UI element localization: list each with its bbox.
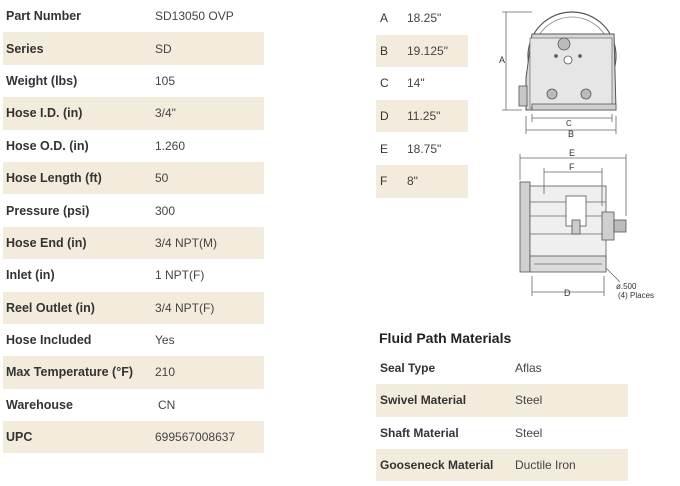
fluid-label: Swivel Material: [380, 393, 467, 408]
spec-label: Hose O.D. (in): [6, 138, 89, 153]
fluid-row: Swivel Material Steel: [376, 384, 628, 417]
spec-label: Hose Included: [6, 333, 92, 348]
hole-note-diameter: ø.500: [616, 282, 637, 291]
spec-value: 105: [155, 73, 176, 88]
spec-value: 50: [155, 171, 169, 186]
dimension-marker-d: D: [564, 288, 571, 298]
spec-row: Pressure (psi) 300: [3, 194, 264, 226]
spec-row: Hose Included Yes: [3, 324, 264, 356]
spec-row: Max Temperature (°F) 210: [3, 356, 264, 389]
spec-label: Weight (lbs): [6, 73, 78, 88]
dimension-value: 19.125": [407, 43, 448, 58]
fluid-label: Seal Type: [380, 361, 436, 376]
dimension-label: D: [380, 109, 389, 124]
spec-value: 3/4 NPT(F): [155, 300, 215, 315]
spec-label: Inlet (in): [6, 268, 55, 283]
spec-row: Reel Outlet (in) 3/4 NPT(F): [3, 291, 264, 324]
spec-label: Hose I.D. (in): [6, 106, 83, 121]
fluid-value: Aflas: [515, 361, 542, 376]
fluid-path-title: Fluid Path Materials: [379, 330, 512, 346]
dimension-value: 18.75": [407, 141, 442, 156]
dimension-row: A 18.25": [376, 2, 468, 35]
dimension-marker-a: A: [499, 55, 505, 65]
spec-label: Hose End (in): [6, 235, 87, 250]
spec-row: UPC 699567008637: [3, 421, 264, 454]
spec-label: UPC: [6, 430, 33, 445]
specifications-table: Part Number SD13050 OVP Series SD Weight (…: [3, 0, 264, 454]
hole-note-count: (4) Places: [618, 291, 654, 300]
spec-value: 3/4": [155, 106, 176, 121]
fluid-value: Ductile Iron: [515, 458, 576, 473]
dimension-label: C: [380, 76, 389, 91]
spec-label: Max Temperature (°F): [6, 365, 134, 380]
fluid-label: Gooseneck Material: [380, 458, 494, 473]
dimension-label: B: [380, 43, 389, 58]
spec-row: Part Number SD13050 OVP: [3, 0, 264, 32]
dimension-row: D 11.25": [376, 99, 468, 133]
spec-label: Pressure (psi): [6, 203, 90, 218]
dimension-marker-e: E: [569, 148, 575, 158]
fluid-value: Steel: [515, 425, 543, 440]
dimension-value: 8": [407, 174, 418, 189]
spec-label: Part Number: [6, 9, 82, 24]
fluid-value: Steel: [515, 393, 543, 408]
spec-value: Yes: [155, 333, 175, 348]
spec-value: SD: [155, 41, 172, 56]
reel-side-view: [518, 11, 617, 111]
spec-value: 210: [155, 365, 176, 380]
spec-label: Hose Length (ft): [6, 171, 102, 186]
reel-top-view: [519, 181, 627, 273]
spec-label: Reel Outlet (in): [6, 300, 95, 315]
dimension-row: F 8": [376, 164, 468, 198]
fluid-row: Gooseneck Material Ductile Iron: [376, 448, 628, 482]
dimension-marker-c: C: [566, 119, 572, 128]
dimension-value: 18.25": [407, 11, 442, 26]
spec-label: Warehouse: [6, 397, 73, 412]
spec-value: 300: [155, 203, 176, 218]
spec-label: Series: [6, 41, 44, 56]
spec-row: Hose O.D. (in) 1.260: [3, 130, 264, 162]
fluid-row: Seal Type Aflas: [376, 352, 628, 384]
dimension-marker-b: B: [568, 129, 574, 139]
dimension-row: C 14": [376, 67, 468, 100]
spec-row: Weight (lbs) 105: [3, 65, 264, 97]
dimension-label: F: [380, 174, 388, 189]
fluid-row: Shaft Material Steel: [376, 417, 628, 449]
dimension-label: A: [380, 11, 389, 26]
spec-value: 699567008637: [155, 430, 236, 445]
spec-value: CN: [158, 397, 176, 412]
spec-row: Warehouse CN: [3, 389, 264, 421]
spec-row: Inlet (in) 1 NPT(F): [3, 259, 264, 291]
spec-value: 1 NPT(F): [155, 268, 205, 283]
spec-row: Series SD: [3, 32, 264, 65]
hose-reel-technical-drawing: A C B E F D ø.500 (4) Places: [499, 11, 654, 300]
fluid-label: Shaft Material: [380, 425, 459, 440]
spec-value: SD13050 OVP: [155, 9, 234, 24]
dimension-row: B 19.125": [376, 34, 468, 68]
spec-row: Hose Length (ft) 50: [3, 161, 264, 195]
dimension-marker-f: F: [569, 162, 575, 172]
dimension-row: E 18.75": [376, 132, 468, 165]
spec-row: Hose I.D. (in) 3/4": [3, 97, 264, 130]
dimension-value: 11.25": [407, 109, 441, 124]
spec-value: 3/4 NPT(M): [155, 235, 218, 250]
dimensions-table: A 18.25" B 19.125" C 14" D 11.25" E 18.75" F 8…: [376, 2, 468, 198]
spec-value: 1.260: [155, 138, 186, 153]
spec-row: Hose End (in) 3/4 NPT(M): [3, 226, 264, 260]
dimension-label: E: [380, 141, 389, 156]
dimension-value: 14": [407, 76, 425, 91]
